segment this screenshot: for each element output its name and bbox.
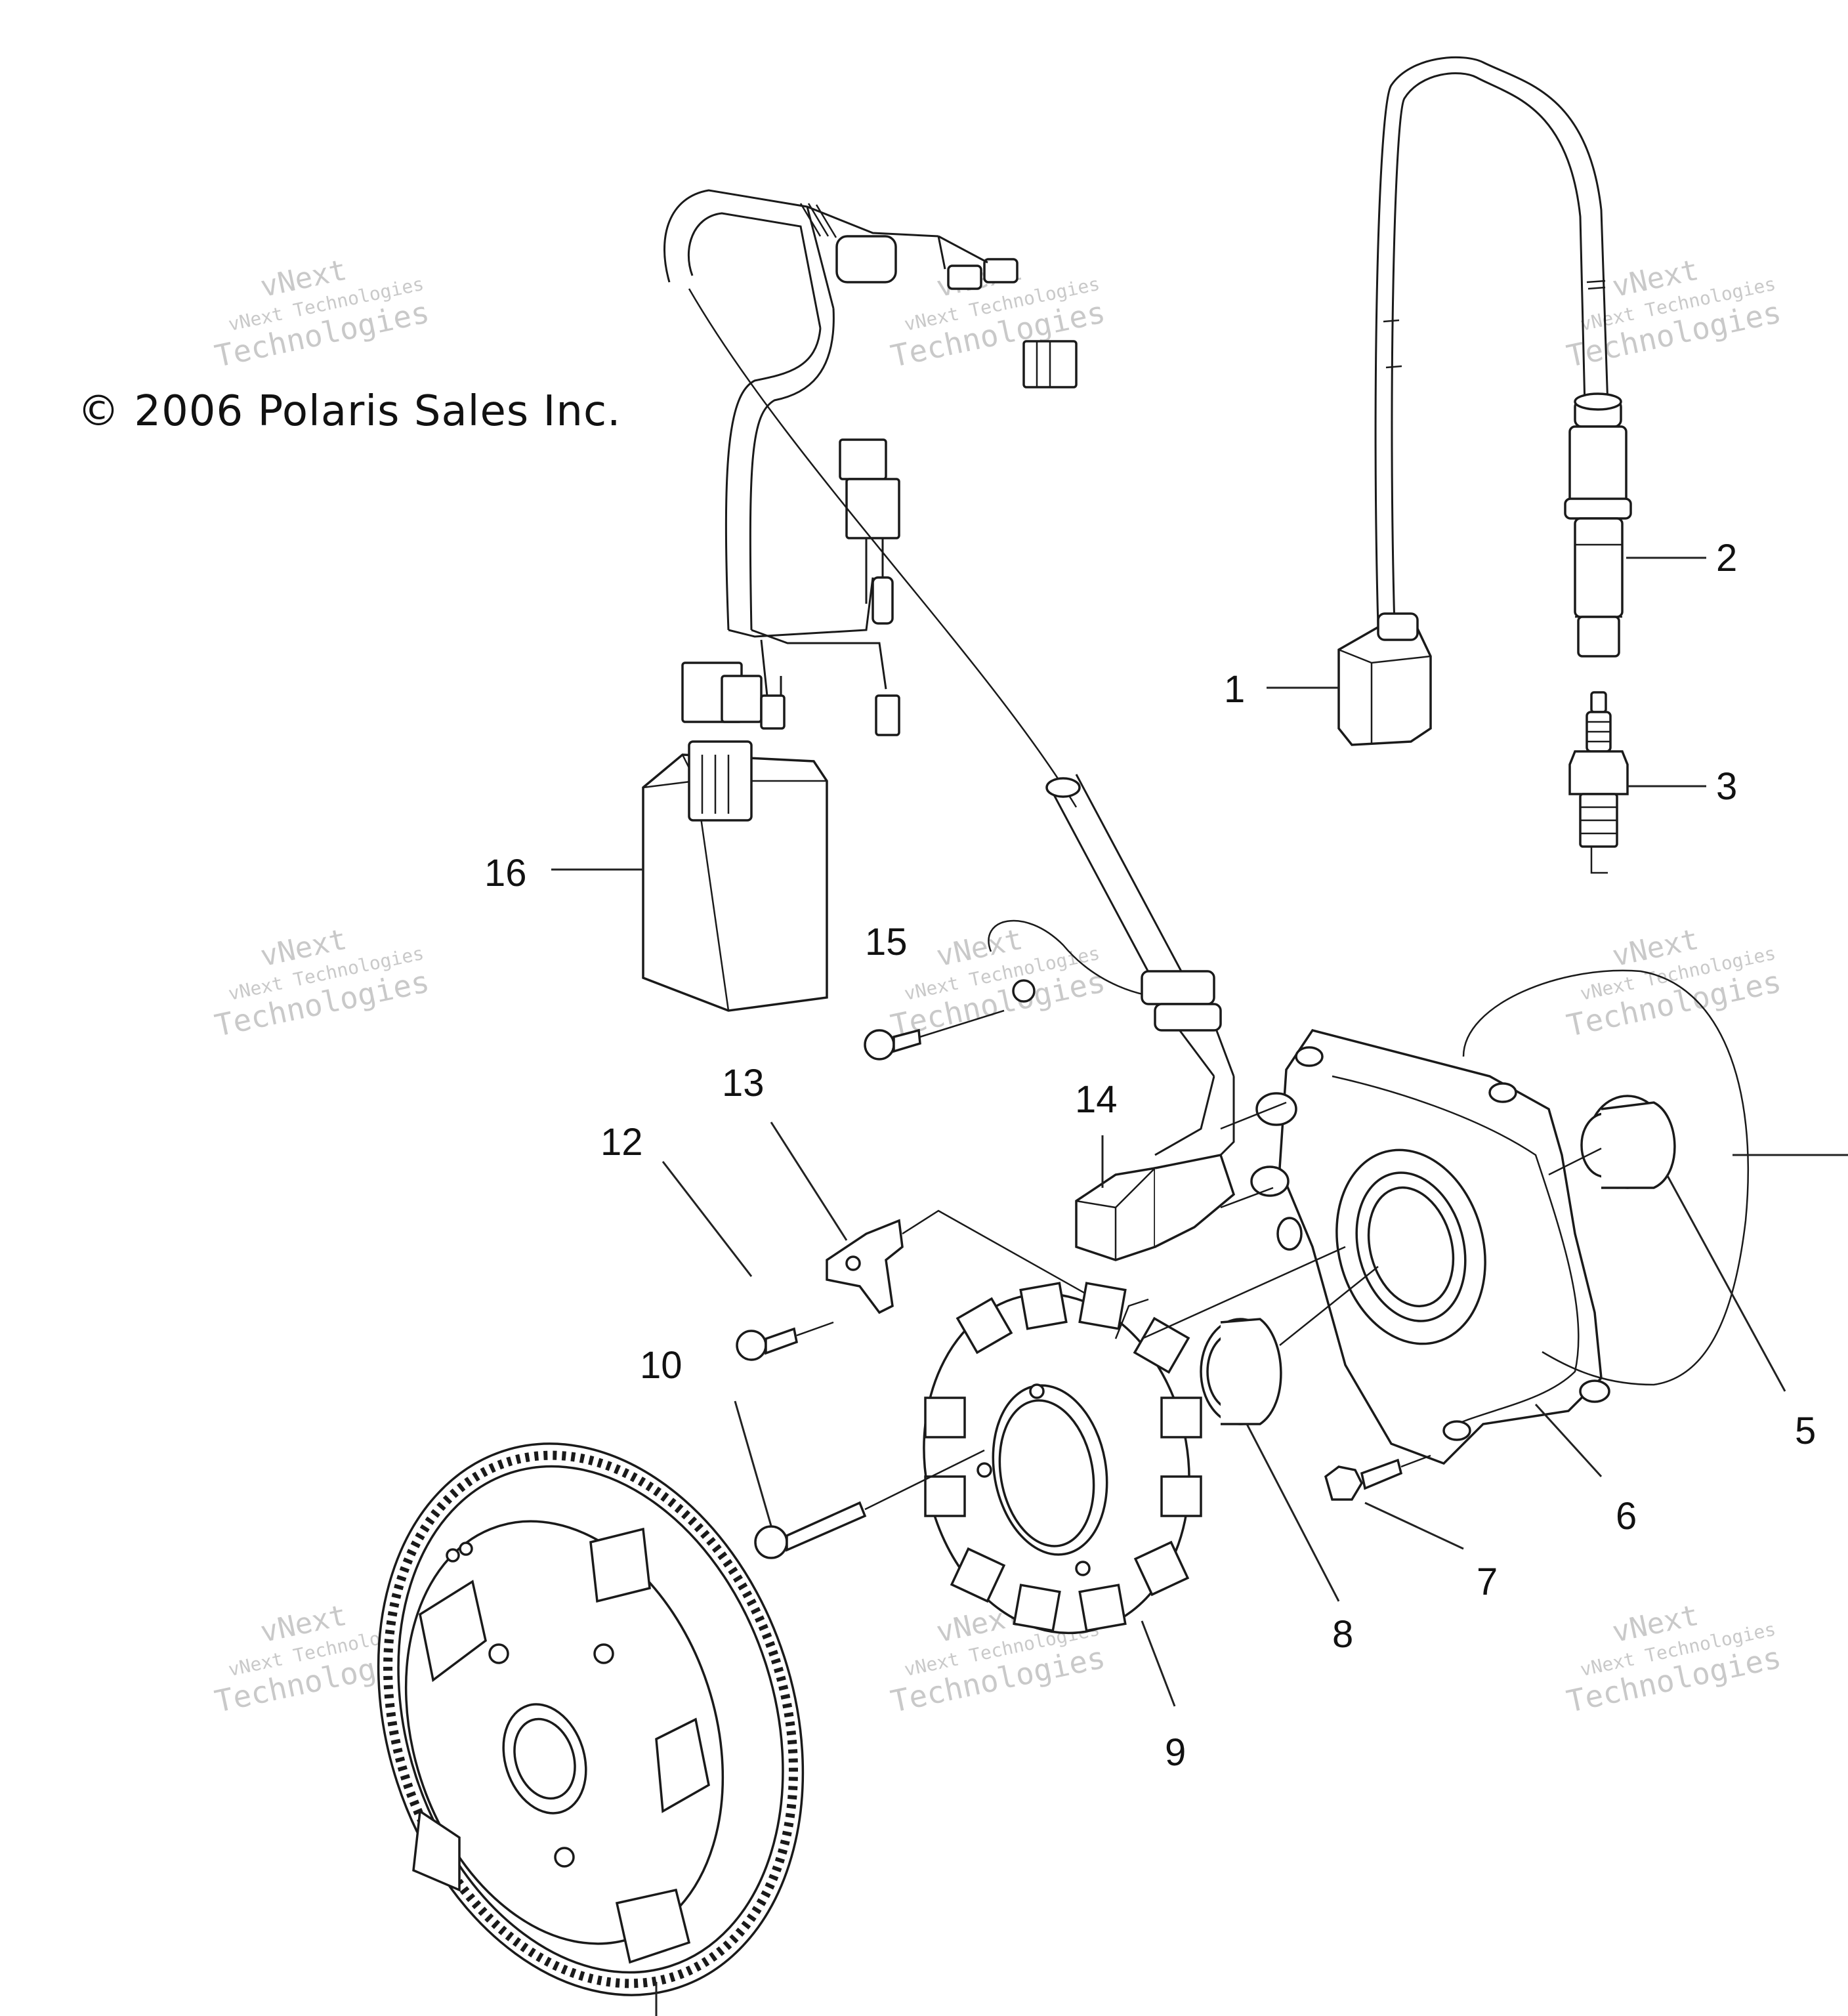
callout-14: 14 [1075, 1078, 1118, 1121]
callout-6: 6 [1616, 1495, 1637, 1538]
cdi-module [642, 740, 828, 1012]
bracket-13 [826, 1209, 1097, 1314]
callout-1: 1 [1224, 668, 1245, 711]
callout-15: 15 [865, 921, 908, 963]
callout-9: 9 [1165, 1731, 1186, 1774]
wiring-harness [663, 189, 1078, 736]
callout-16: 16 [484, 852, 527, 894]
screw-12 [736, 1321, 834, 1361]
stator [923, 1282, 1202, 1635]
bolt-10 [754, 1449, 985, 1559]
spark-plug-cap [1564, 392, 1632, 658]
callout-12: 12 [600, 1121, 643, 1164]
callout-3: 3 [1716, 765, 1737, 808]
copyright-notice: © 2006 Polaris Sales Inc. [77, 387, 621, 436]
callout-8: 8 [1332, 1613, 1353, 1656]
ignition-coil [1337, 612, 1432, 746]
flywheel [377, 1442, 805, 1996]
callout-13: 13 [722, 1062, 765, 1104]
callout-labels: 1 2 3 5 6 7 8 9 10 12 13 14 15 16 [484, 537, 1816, 1774]
pickup-harness [988, 774, 1236, 1261]
harness-sense-wire [688, 288, 1078, 808]
spark-plug [1568, 691, 1629, 874]
callout-2: 2 [1716, 537, 1737, 579]
leader-lines [551, 556, 1848, 2016]
bolt-7 [1324, 1454, 1431, 1501]
oil-seal-5 [1580, 1095, 1676, 1189]
screw-15 [864, 979, 1036, 1060]
gasket-disc [1462, 969, 1750, 1386]
oil-seal-8 [1200, 1266, 1379, 1425]
callout-10: 10 [640, 1344, 682, 1387]
callout-5: 5 [1795, 1410, 1816, 1452]
ignition-coil-lead [1374, 56, 1609, 627]
callout-7: 7 [1477, 1561, 1498, 1603]
stator-housing [1250, 1028, 1610, 1465]
